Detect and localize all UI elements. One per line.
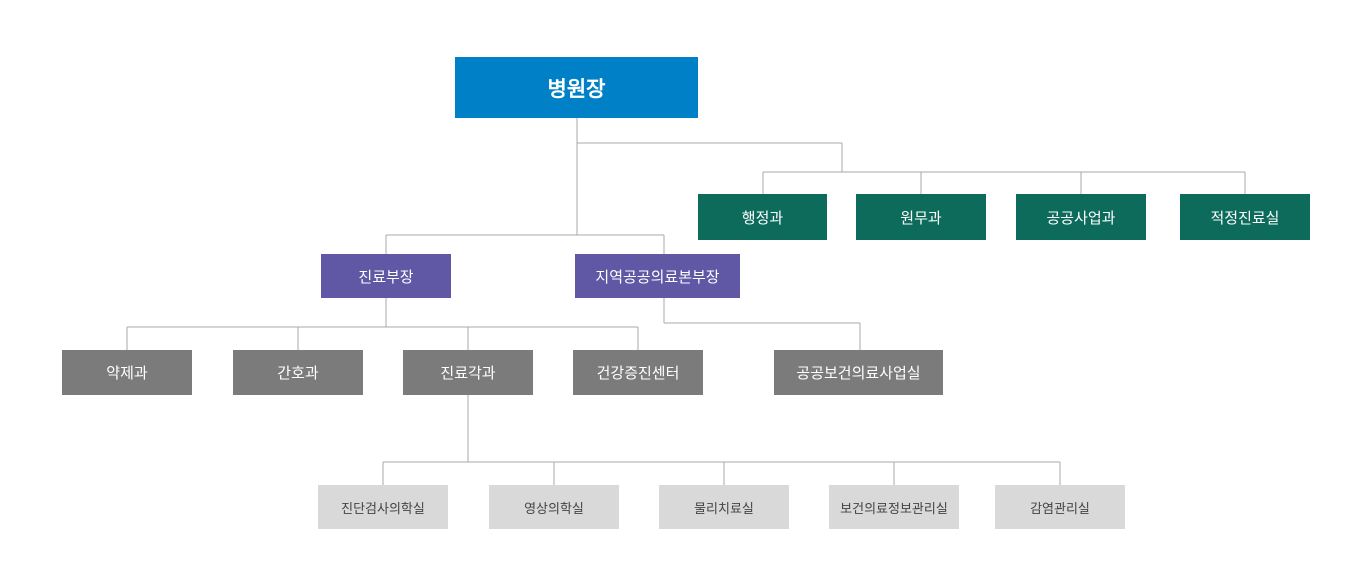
regional-unit-label: 공공보건의료사업실 (796, 364, 921, 382)
clinical-unit-label: 감염관리실 (1030, 501, 1090, 517)
clinical-unit-box: 영상의학실 (489, 485, 619, 529)
clinical-unit-box: 진단검사의학실 (318, 485, 448, 529)
medical-unit-label: 진료각과 (440, 364, 496, 382)
clinical-unit-label: 물리치료실 (694, 501, 754, 517)
medical-unit-box: 진료각과 (403, 350, 533, 395)
admin-unit-box: 공공사업과 (1016, 194, 1146, 240)
clinical-unit-box: 보건의료정보관리실 (829, 485, 959, 529)
medical-unit-box: 건강증진센터 (573, 350, 703, 395)
clinical-unit-box: 감염관리실 (995, 485, 1125, 529)
medical-unit-label: 간호과 (277, 364, 319, 382)
admin-unit-label: 공공사업과 (1046, 208, 1116, 227)
medical-unit-label: 건강증진센터 (596, 364, 680, 382)
department-label: 지역공공의료본부장 (595, 267, 720, 286)
department-label: 진료부장 (358, 267, 414, 286)
medical-unit-box: 약제과 (62, 350, 192, 395)
medical-unit-box: 간호과 (233, 350, 363, 395)
admin-unit-box: 원무과 (856, 194, 986, 240)
admin-unit-label: 원무과 (900, 208, 942, 227)
department-box-medical: 진료부장 (321, 254, 451, 298)
department-box-regional: 지역공공의료본부장 (575, 254, 740, 298)
director-label: 병원장 (547, 76, 606, 101)
clinical-unit-label: 진단검사의학실 (341, 501, 425, 517)
medical-unit-label: 약제과 (106, 364, 148, 382)
clinical-unit-label: 영상의학실 (524, 501, 584, 517)
clinical-unit-label: 보건의료정보관리실 (840, 501, 948, 517)
regional-unit-box: 공공보건의료사업실 (774, 350, 943, 395)
admin-unit-label: 적정진료실 (1210, 208, 1280, 227)
clinical-unit-box: 물리치료실 (659, 485, 789, 529)
admin-unit-box: 적정진료실 (1180, 194, 1310, 240)
director-box: 병원장 (455, 57, 698, 118)
admin-unit-label: 행정과 (741, 208, 784, 227)
admin-unit-box: 행정과 (698, 194, 827, 240)
